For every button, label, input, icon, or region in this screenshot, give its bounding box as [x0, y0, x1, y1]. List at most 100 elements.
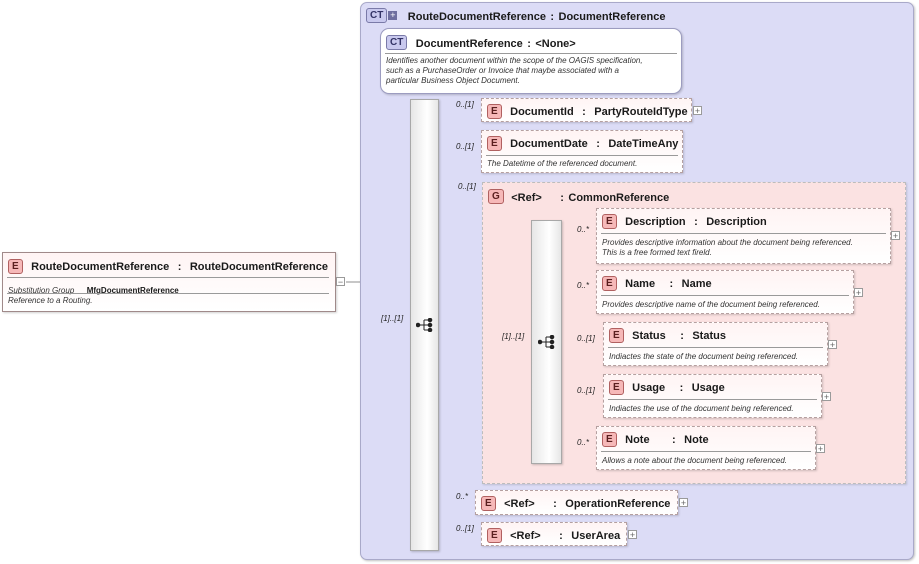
element-badge: E: [602, 214, 617, 230]
sequence-icon: [538, 335, 555, 349]
complex-type-header: CT+ RouteDocumentReference : DocumentRef…: [366, 7, 666, 25]
expand-icon[interactable]: +: [822, 392, 831, 402]
element-type: OperationReference: [565, 497, 671, 510]
separator: :: [680, 329, 684, 342]
element-note[interactable]: E Note : Note Allows a note about the do…: [596, 426, 816, 470]
divider: [486, 155, 678, 156]
substitution-group-label: Substitution Group: [8, 286, 75, 295]
separator: :: [672, 433, 676, 446]
element-badge: E: [487, 104, 502, 120]
element-doc-line: Allows a note about the document being r…: [602, 456, 788, 465]
element-documentation: The Datetime of the referenced document.: [487, 159, 638, 168]
divider: [601, 451, 811, 452]
complex-type-badge: CT: [366, 8, 388, 24]
group-ref-type: CommonReference: [568, 192, 670, 204]
expand-icon[interactable]: +: [854, 288, 863, 298]
cardinality-label: 0..*: [577, 281, 590, 290]
element-badge: E: [487, 136, 502, 152]
element-type: Usage: [691, 381, 725, 394]
element-doc-line: This is a free formed text fireld.: [602, 248, 712, 257]
element-badge: E: [609, 380, 624, 396]
element-type: Description: [706, 215, 767, 228]
element-document-date[interactable]: E DocumentDate : DateTimeAny The Datetim…: [481, 130, 683, 173]
cardinality-label: 0..[1]: [458, 182, 476, 191]
complex-type-badge: CT: [386, 35, 408, 51]
element-badge: E: [602, 432, 617, 448]
element-type: Note: [684, 433, 709, 446]
root-element-type: RouteDocumentReference: [189, 260, 328, 273]
element-name: Note: [625, 433, 650, 446]
separator: :: [596, 137, 600, 150]
base-type-type: <None>: [535, 38, 576, 50]
cardinality-label: 0..[1]: [456, 142, 474, 151]
element-type: PartyRouteIdType: [594, 105, 688, 118]
expand-icon[interactable]: +: [693, 106, 702, 116]
expand-icon[interactable]: +: [828, 340, 837, 350]
element-type: UserArea: [571, 529, 621, 542]
separator: :: [559, 529, 563, 542]
root-element-name: RouteDocumentReference: [31, 260, 170, 273]
separator: :: [679, 381, 684, 394]
element-badge: E: [602, 276, 617, 292]
element-name: <Ref>: [510, 529, 541, 542]
element-name: DocumentId: [510, 105, 574, 118]
separator: :: [582, 105, 586, 118]
cardinality-label: 0..*: [577, 438, 590, 447]
element-doc-line: Provides descriptive name of the documen…: [602, 300, 820, 309]
element-type: Name: [681, 277, 712, 290]
base-type-doc-line: such as a PurchaseOrder or Invoice that …: [386, 66, 620, 75]
element-badge: E: [8, 259, 23, 275]
cardinality-label: 0..*: [456, 492, 469, 501]
cardinality-label: [1]..[1]: [502, 332, 525, 341]
element-operation-reference[interactable]: E <Ref> : OperationReference: [475, 490, 678, 515]
divider: [601, 295, 849, 296]
divider: [601, 233, 886, 234]
element-status[interactable]: E Status : Status Indiactes the state of…: [603, 322, 828, 366]
divider: [608, 347, 823, 348]
element-badge: E: [609, 328, 624, 344]
separator: :: [560, 192, 564, 204]
group-badge: G: [488, 189, 504, 205]
cardinality-label: [1]..[1]: [381, 314, 404, 323]
element-name-box[interactable]: E Name : Name Provides descriptive name …: [596, 270, 854, 314]
root-documentation: Reference to a Routing.: [8, 296, 93, 305]
element-name: Description: [625, 215, 686, 228]
base-type-doc-line: particular Business Object Document.: [386, 76, 520, 85]
separator: :: [669, 277, 674, 290]
element-usage[interactable]: E Usage : Usage Indiactes the use of the…: [603, 374, 822, 418]
cardinality-label: 0..*: [577, 225, 590, 234]
group-ref-name: <Ref>: [511, 192, 542, 204]
element-doc-line: Provides descriptive information about t…: [602, 238, 853, 247]
element-name: Usage: [632, 381, 666, 394]
base-type-name: DocumentReference: [415, 38, 523, 50]
divider: [385, 53, 677, 54]
element-user-area[interactable]: E <Ref> : UserArea: [481, 522, 627, 546]
expand-icon[interactable]: +: [891, 231, 900, 241]
separator: :: [177, 260, 182, 273]
separator: :: [550, 11, 555, 23]
element-doc-line: Indiactes the use of the document being …: [609, 404, 794, 413]
separator: :: [553, 497, 557, 510]
cardinality-label: 0..[1]: [456, 100, 474, 109]
expand-icon[interactable]: +: [679, 498, 688, 508]
element-badge: E: [481, 496, 496, 512]
base-type-box[interactable]: CT DocumentReference : <None> Identifies…: [380, 28, 682, 94]
expand-icon[interactable]: +: [816, 444, 825, 454]
element-type: DateTimeAny: [608, 137, 679, 150]
base-type-doc-line: Identifies another document within the s…: [386, 56, 643, 65]
expand-icon[interactable]: +: [628, 530, 637, 540]
divider: [608, 399, 817, 400]
cardinality-label: 0..[1]: [577, 386, 595, 395]
divider: [7, 293, 329, 294]
element-document-id[interactable]: E DocumentId : PartyRouteIdType: [481, 98, 692, 122]
root-element-box[interactable]: E RouteDocumentReference : RouteDocument…: [2, 252, 336, 312]
cardinality-label: 0..[1]: [577, 334, 595, 343]
element-badge: E: [487, 528, 502, 544]
element-description[interactable]: E Description : Description Provides des…: [596, 208, 891, 264]
element-doc-line: Indiactes the state of the document bein…: [609, 352, 799, 361]
collapse-icon[interactable]: −: [336, 277, 345, 287]
cardinality-label: 0..[1]: [456, 524, 474, 533]
separator: :: [694, 215, 698, 228]
complex-type-base: DocumentReference: [558, 11, 666, 23]
sequence-icon: [416, 318, 433, 332]
